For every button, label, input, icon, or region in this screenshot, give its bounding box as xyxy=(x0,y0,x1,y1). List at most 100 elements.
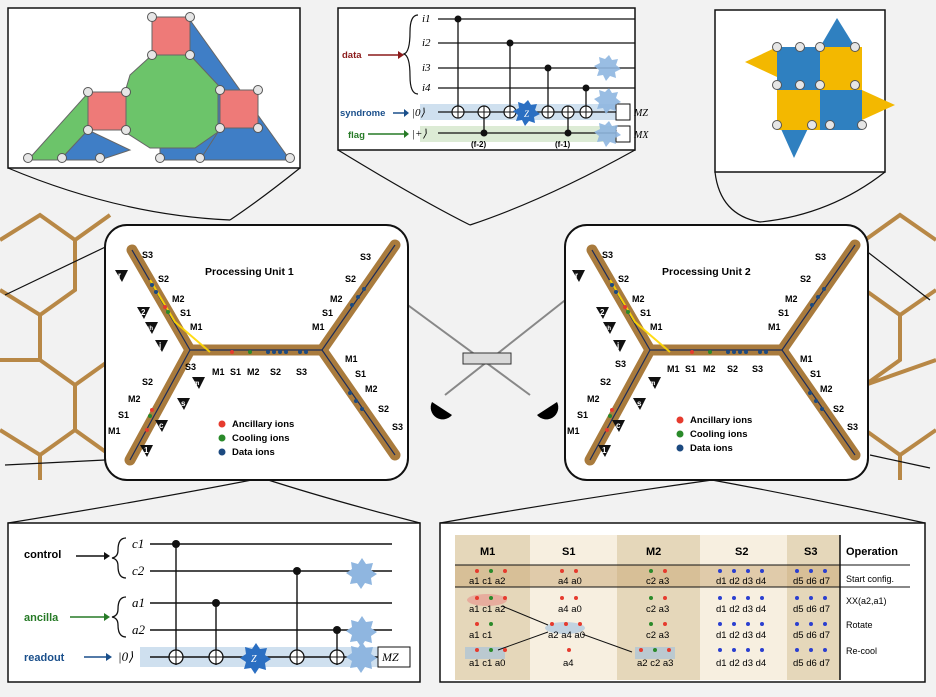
pu1-s1-b: S1 xyxy=(118,410,129,420)
z-burst-icon: Z xyxy=(513,100,540,126)
header-s2: S2 xyxy=(735,546,748,558)
z-gate-label-bottom: Z xyxy=(251,654,257,665)
r3-s3: d5 d6 d7 xyxy=(793,658,830,669)
header-operation: Operation xyxy=(846,546,898,558)
pu1-title: Processing Unit 1 xyxy=(205,266,294,278)
pu1-s2-a: S2 xyxy=(158,274,169,284)
r1-op: XX(a2,a1) xyxy=(846,596,887,606)
r0-s3: d5 d6 d7 xyxy=(793,576,830,587)
pu2-marker-j: j xyxy=(616,341,619,350)
r0-op: Start config. xyxy=(846,574,894,584)
pu1-s1-d: S1 xyxy=(322,308,333,318)
honeycomb-right xyxy=(863,212,936,480)
pu1-s1-c: S1 xyxy=(230,367,241,377)
r3-m1: a1 c1 a0 xyxy=(469,658,505,669)
pu2-m2-d: M2 xyxy=(785,294,798,304)
step-f1: (f-1) xyxy=(555,140,570,149)
pu2-s3-d: S3 xyxy=(815,252,826,262)
label-control: control xyxy=(24,549,61,561)
wire-a1: a1 xyxy=(132,595,145,610)
pu1-s3-b: S3 xyxy=(185,362,196,372)
pu1-m1-d: M1 xyxy=(312,322,325,332)
photonic-link xyxy=(389,289,579,396)
pu1-s2-b: S2 xyxy=(142,377,153,387)
pu2-m1-a: M1 xyxy=(650,322,663,332)
pu2-legend-ancillary: Ancillary ions xyxy=(690,415,752,426)
r2-s1: a2 a4 a0 xyxy=(548,630,585,641)
z-burst-icon: Z xyxy=(240,643,271,674)
pu1-marker-sh: sh xyxy=(146,326,153,332)
table-ion-dots xyxy=(475,569,827,652)
detector-right xyxy=(537,402,559,420)
pu2-s2-e: S2 xyxy=(833,404,844,414)
label-ancilla: ancilla xyxy=(24,612,59,624)
pu2-s1-b: S1 xyxy=(577,410,588,420)
pu2-s1-e: S1 xyxy=(810,369,821,379)
r0-m1: a1 c1 a2 xyxy=(469,576,505,587)
r0-s1: a4 a0 xyxy=(558,576,582,587)
pu2-legend-data: Data ions xyxy=(690,443,733,454)
wire-i2: i2 xyxy=(422,37,431,49)
pu1-marker-s: s xyxy=(181,399,186,408)
z-gate-label: Z xyxy=(524,109,530,119)
pu1-s3-a: S3 xyxy=(142,250,153,260)
pu2-legend-cooling: Cooling ions xyxy=(690,429,748,440)
pu1-m1-a: M1 xyxy=(190,322,203,332)
pu1-m1-b: M1 xyxy=(108,426,121,436)
pu2-s3-b: S3 xyxy=(615,359,626,369)
pu2-s2-c: S2 xyxy=(727,364,738,374)
pu1-marker-c: c xyxy=(159,421,164,430)
r2-op: Rotate xyxy=(846,620,873,630)
pu2-s2-d: S2 xyxy=(800,274,811,284)
pu2-marker-r: r xyxy=(575,271,578,280)
data-brace xyxy=(402,14,419,95)
meas-mz-bottom: MZ xyxy=(381,650,399,664)
r3-m2: a2 c2 a3 xyxy=(637,658,673,669)
faded-z-burst-icons-bottom xyxy=(346,558,377,673)
pu2-s2-b: S2 xyxy=(600,377,611,387)
pu2-s1-d: S1 xyxy=(778,308,789,318)
r0-s2: d1 d2 d3 d4 xyxy=(716,576,766,587)
pu2-s1-a: S1 xyxy=(640,308,651,318)
wire-c1: c1 xyxy=(132,536,144,551)
wire-syndrome-state: |0⟩ xyxy=(412,107,426,119)
wire-i1: i1 xyxy=(422,13,431,25)
header-s1: S1 xyxy=(562,546,575,558)
r3-op: Re-cool xyxy=(846,646,877,656)
pu1-s1-a: S1 xyxy=(180,308,191,318)
pu1-m2-e: M2 xyxy=(365,384,378,394)
pu1-s2-d: S2 xyxy=(345,274,356,284)
pu2-s3-e: S3 xyxy=(847,422,858,432)
r3-s1: a4 xyxy=(563,658,574,669)
pu1-marker-j: j xyxy=(158,341,161,350)
pu2-s1-c: S1 xyxy=(685,364,696,374)
pu2-title: Processing Unit 2 xyxy=(662,266,751,278)
pu1-s3-d: S3 xyxy=(360,252,371,262)
pu1-marker-m: m xyxy=(194,381,199,387)
table-header: M1 S1 M2 S2 S3 Operation xyxy=(480,546,898,558)
wire-i4: i4 xyxy=(422,82,431,94)
header-m1: M1 xyxy=(480,546,495,558)
pu2-s2-a: S2 xyxy=(618,274,629,284)
zoom-lines xyxy=(4,149,931,524)
pu2-marker-1: 1 xyxy=(602,446,607,455)
step-f2: (f-2) xyxy=(471,140,486,149)
honeycomb-left xyxy=(0,212,112,480)
pu2-s3-a: S3 xyxy=(602,250,613,260)
pu1-legend-data: Data ions xyxy=(232,447,275,458)
pu1-s3-e: S3 xyxy=(392,422,403,432)
meas-mx-top: MX xyxy=(633,130,649,141)
faded-z-burst-icons xyxy=(594,55,621,147)
pu1-legend-ancillary: Ancillary ions xyxy=(232,419,294,430)
control-brace xyxy=(111,537,127,579)
r1-m2: c2 a3 xyxy=(646,604,669,615)
pu1-marker-2: 2 xyxy=(141,308,146,317)
r1-m1: a1 c1 a2 xyxy=(469,604,505,615)
pu2-m2-c: M2 xyxy=(703,364,716,374)
pu1-m1-e: M1 xyxy=(345,354,358,364)
label-syndrome: syndrome xyxy=(340,108,385,119)
processing-unit-1: Processing Unit 1 S3 S2 M2 S1 M1 S3 S2 M… xyxy=(104,224,409,481)
pu1-s2-e: S2 xyxy=(378,404,389,414)
pu1-m2-a: M2 xyxy=(172,294,185,304)
